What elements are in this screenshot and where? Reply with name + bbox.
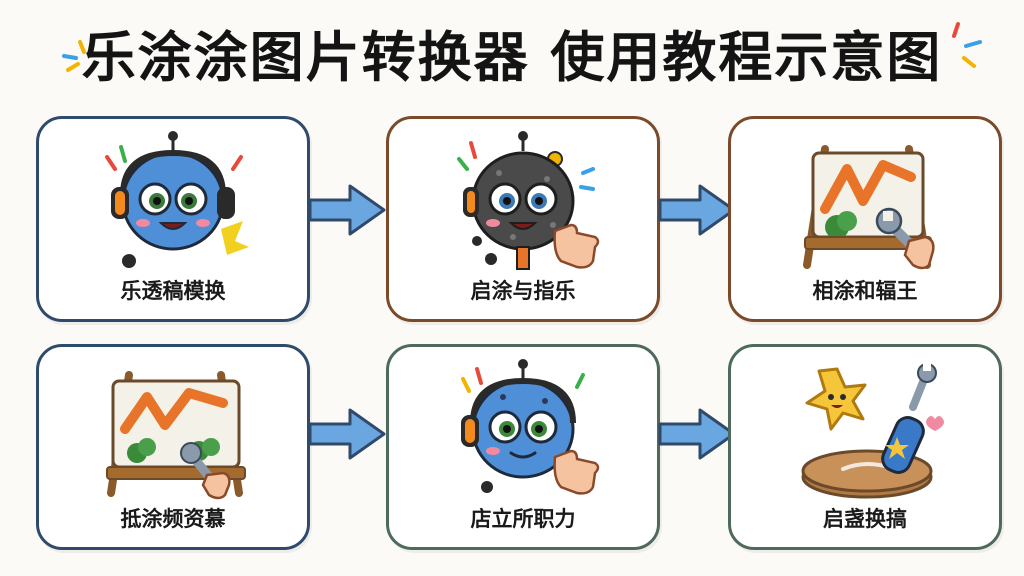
right-sparkle-icon [952,22,982,68]
page-title: 乐涂涂图片转换器 使用教程示意图 [81,26,943,89]
step-card-4: 抵涂频资慕 [36,344,310,550]
step-card-5: 店立所职力 [386,344,660,550]
step-label-4: 抵涂频资慕 [120,507,226,531]
star-tool-icon [801,363,944,499]
step-card-6: 启盏换搞 [728,344,1002,550]
arrow-right-icon [308,184,386,236]
step-label-2: 启涂与指乐 [470,279,576,303]
left-sparkle-icon [62,40,86,72]
step-label-3: 相涂和辐王 [812,279,918,303]
arrow-right-icon [308,408,386,460]
arrow-right-icon [658,408,736,460]
step-card-1: 乐透稿模换 [36,116,310,322]
easel-wrench-icon [803,145,935,270]
step-label-6: 启盏换搞 [823,507,907,531]
robot-headphones-icon [105,131,249,268]
step-card-2: 启涂与指乐 [386,116,660,322]
robot-pointing-icon [457,131,600,270]
easel-painting-icon [106,371,246,500]
step-label-1: 乐透稿模换 [120,279,226,303]
step-card-3: 相涂和辐王 [728,116,1002,322]
robot-tap-icon [461,359,600,495]
step-label-5: 店立所职力 [470,507,576,531]
arrow-right-icon [658,184,736,236]
